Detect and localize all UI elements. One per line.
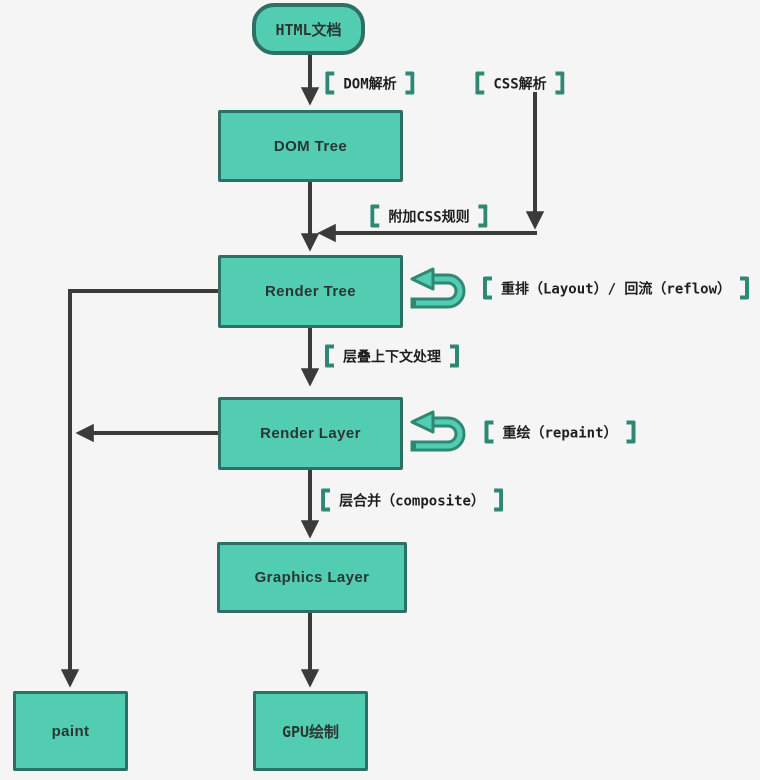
label-reflow: 重排（Layout）/ 回流（reflow）	[482, 276, 750, 300]
left-bracket-icon	[475, 71, 485, 95]
label-repaint-text: 重绘（repaint）	[502, 425, 618, 441]
node-gpu-paint-label: GPU绘制	[281, 722, 340, 741]
right-bracket-icon	[740, 276, 750, 300]
reflow-loop-stroke	[416, 276, 463, 306]
label-css-parse-text: CSS解析	[493, 76, 547, 92]
node-dom-tree: DOM Tree	[218, 110, 403, 182]
node-render-tree: Render Tree	[218, 255, 403, 328]
label-css-parse: CSS解析	[475, 71, 565, 95]
right-bracket-icon	[450, 344, 459, 368]
label-stacking-context-text: 层叠上下文处理	[343, 349, 441, 365]
label-composite: 层合并（composite）	[321, 488, 503, 512]
reflow-loop-icon	[410, 267, 466, 309]
right-bracket-icon	[626, 420, 636, 444]
repaint-loop-arrowhead	[410, 410, 435, 434]
node-html-doc: HTML文档	[252, 3, 365, 55]
right-bracket-icon	[405, 71, 415, 95]
edge-rendertree-to-paint	[60, 289, 218, 688]
repaint-loop-icon	[410, 410, 466, 452]
right-bracket-icon	[493, 488, 503, 512]
label-attach-css: 附加CSS规则	[370, 204, 488, 228]
right-bracket-icon	[478, 204, 488, 228]
node-render-tree-label: Render Tree	[264, 283, 357, 300]
node-dom-tree-label: DOM Tree	[273, 137, 348, 155]
label-dom-parse-text: DOM解析	[343, 76, 397, 92]
label-composite-text: 层合并（composite）	[339, 493, 485, 509]
label-attach-css-text: 附加CSS规则	[388, 209, 470, 225]
node-gpu-paint: GPU绘制	[253, 691, 368, 771]
left-bracket-icon	[370, 204, 380, 228]
label-repaint: 重绘（repaint）	[484, 420, 636, 444]
left-bracket-icon	[325, 344, 334, 368]
node-render-layer-label: Render Layer	[260, 425, 361, 442]
right-bracket-icon	[555, 71, 565, 95]
repaint-loop-stroke	[416, 419, 463, 449]
left-bracket-icon	[325, 71, 335, 95]
left-bracket-icon	[482, 276, 492, 300]
node-graphics-layer-label: Graphics Layer	[254, 569, 370, 586]
reflow-loop-arrowhead	[410, 267, 435, 291]
node-paint-label: paint	[51, 722, 90, 740]
node-render-layer: Render Layer	[218, 397, 403, 470]
label-dom-parse: DOM解析	[325, 71, 415, 95]
node-graphics-layer: Graphics Layer	[217, 542, 407, 613]
left-bracket-icon	[321, 488, 331, 512]
label-stacking-context: 层叠上下文处理	[325, 344, 459, 368]
left-bracket-icon	[484, 420, 494, 444]
node-html-doc-label: HTML文档	[275, 20, 342, 39]
node-paint: paint	[13, 691, 128, 771]
label-reflow-text: 重排（Layout）/ 回流（reflow）	[500, 281, 732, 297]
